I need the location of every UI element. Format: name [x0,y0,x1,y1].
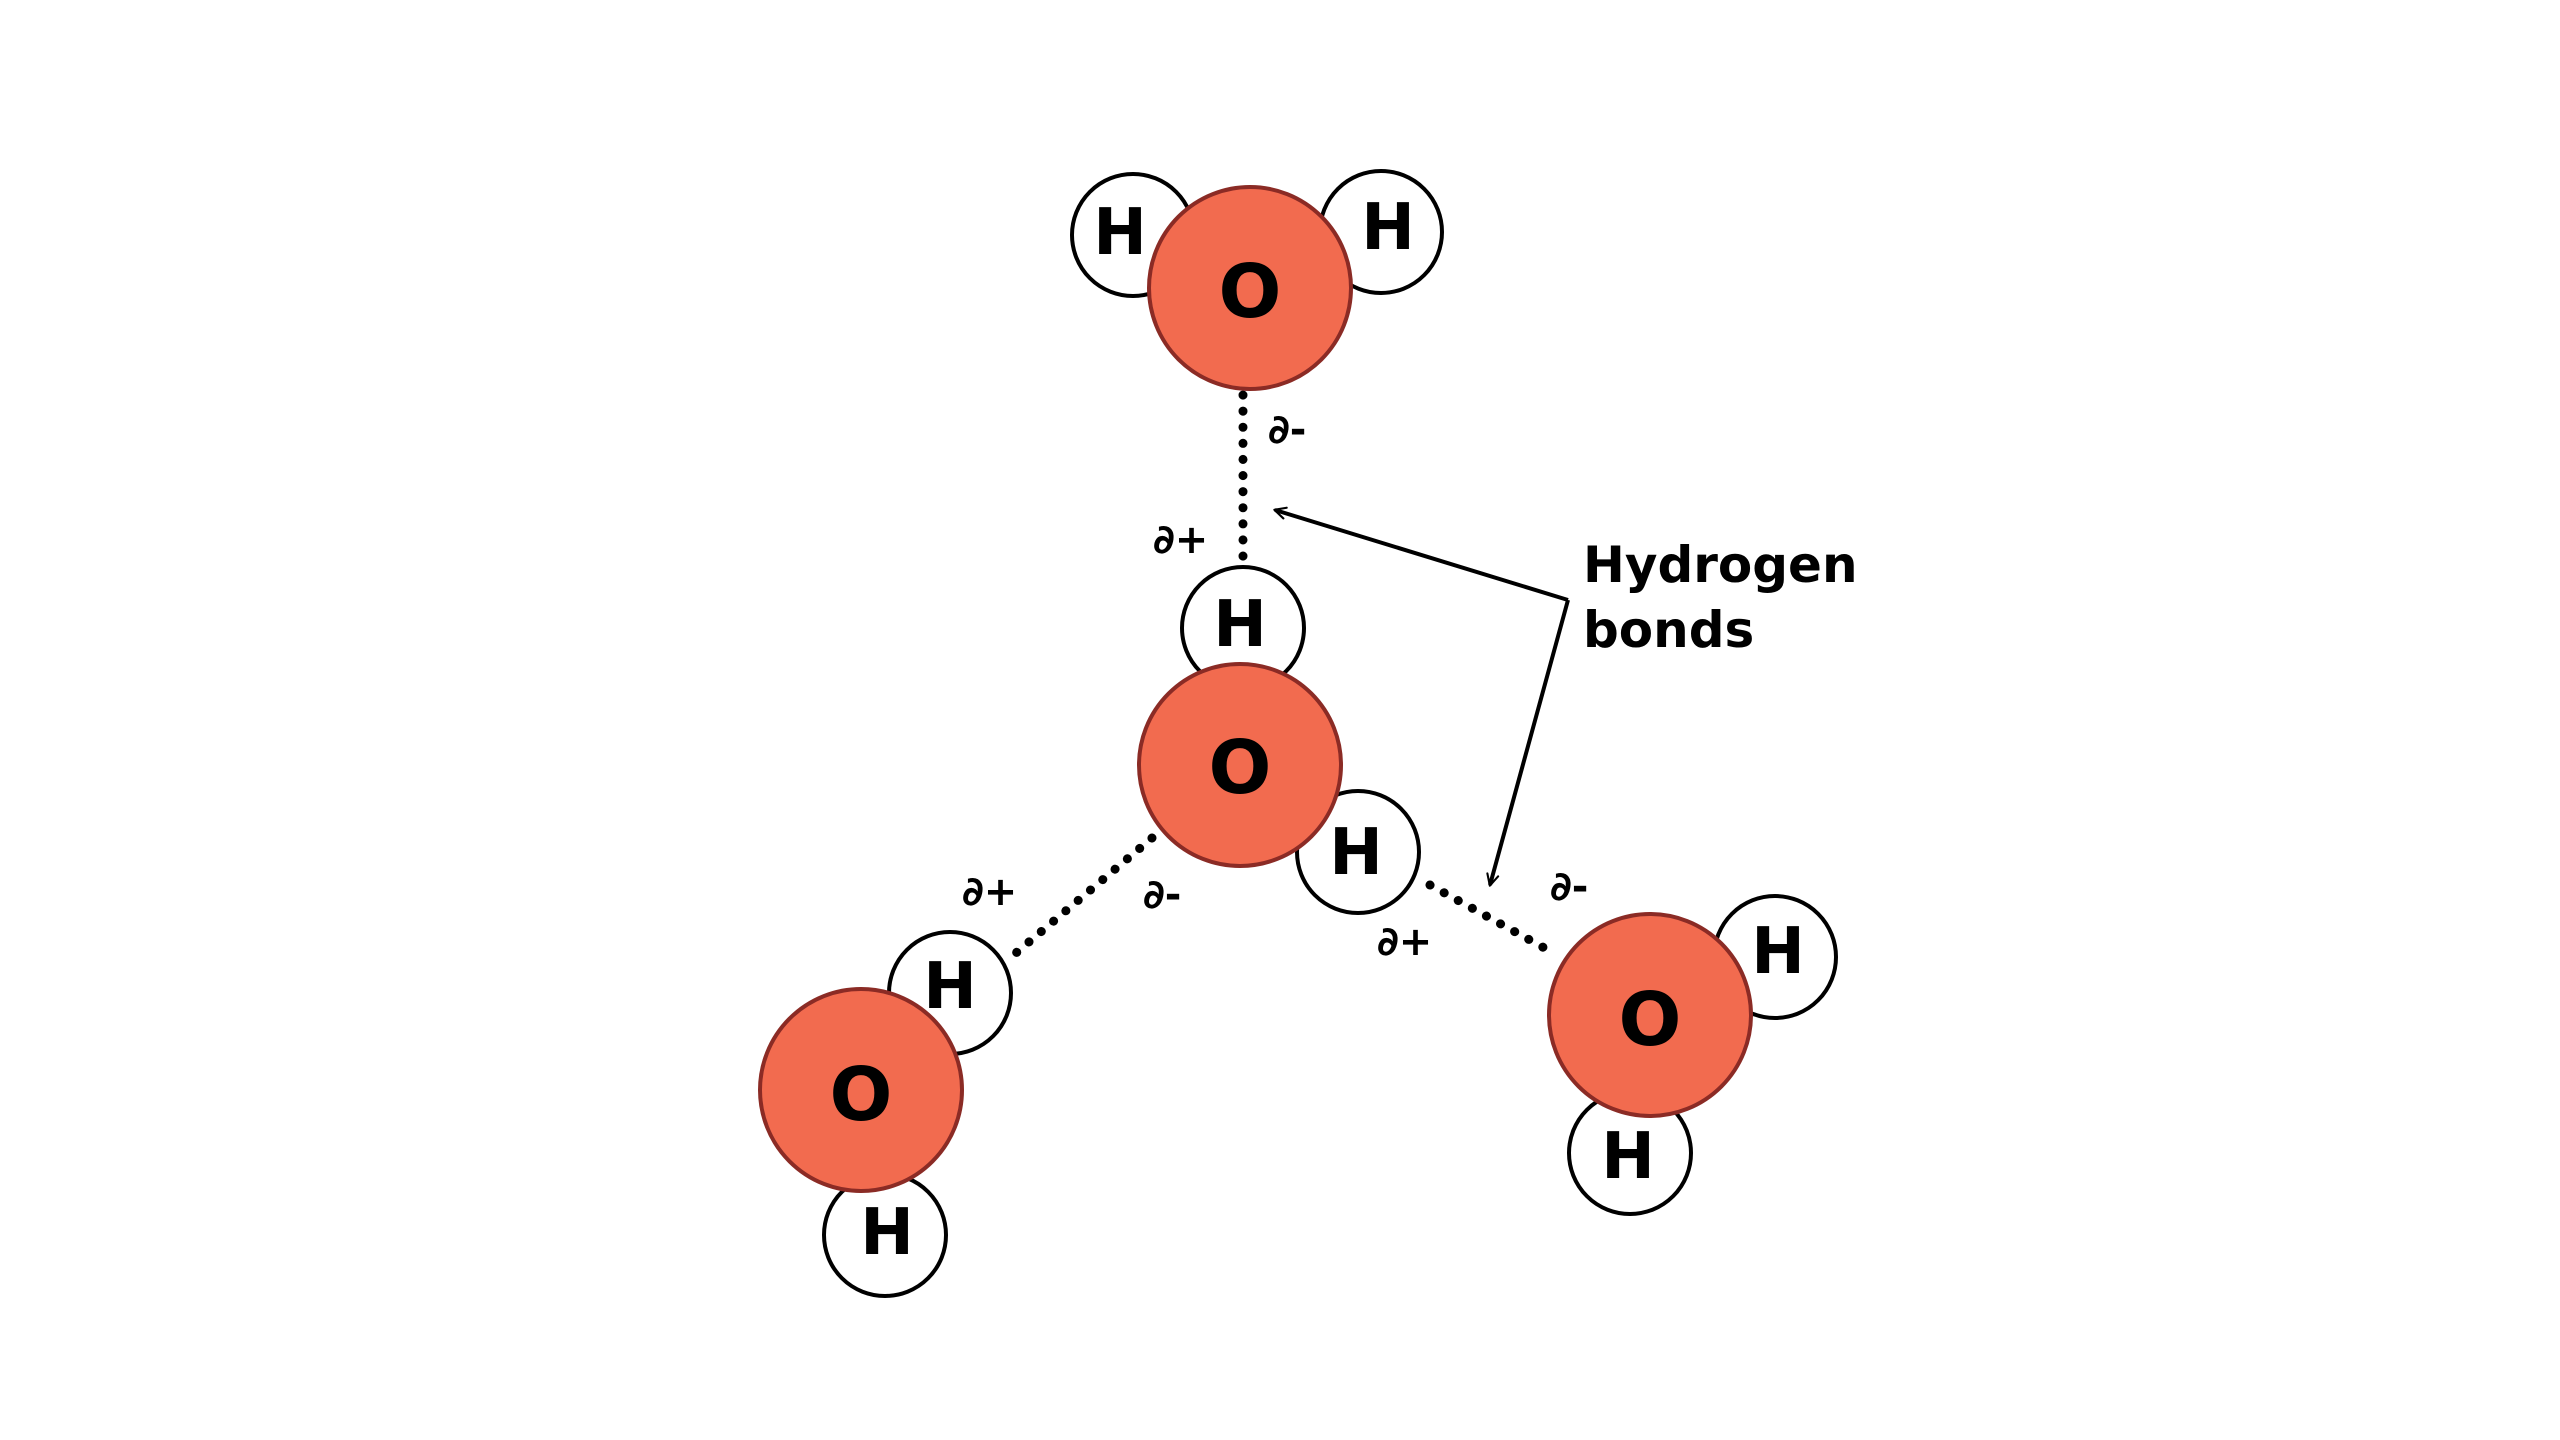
arrow-to-right-bond [1486,599,1570,887]
hydrogen-label: H [1093,196,1147,270]
hydrogen-label: H [1751,915,1805,989]
hydrogen-label: H [860,1196,914,1270]
water-molecule-bottom-left: H H O [758,930,1013,1298]
partial-positive-label: ∂+ [1377,919,1432,965]
hydrogen-bond-lines [1005,390,1553,963]
hydrogen-label: H [923,950,977,1024]
hydrogen-bond-left [1005,833,1157,963]
callout-line-2: bonds [1583,601,1754,659]
callout-arrows [1273,506,1570,887]
hydrogen-label: H [1361,191,1415,265]
oxygen-atom [758,987,964,1193]
oxygen-label: O [1219,249,1282,335]
hydrogen-bonds-callout: Hydrogen bonds [1583,536,1858,659]
hydrogen-label: H [1213,588,1267,662]
water-molecule-top: H H O [1070,169,1444,391]
oxygen-atom [1137,662,1343,868]
hydrogen-label: H [1601,1120,1655,1194]
hydrogen-label: H [1329,816,1383,890]
oxygen-label: O [1209,725,1272,811]
oxygen-atom [1547,912,1753,1118]
partial-negative-label: ∂- [1143,872,1181,918]
hydrogen-bond-right [1425,880,1553,955]
oxygen-label: O [1619,977,1682,1063]
partial-negative-label: ∂- [1550,864,1588,910]
partial-positive-label: ∂+ [962,869,1017,915]
hydrogen-atom [1295,789,1421,915]
partial-positive-label: ∂+ [1153,517,1208,563]
callout-line-1: Hydrogen [1583,536,1858,594]
partial-negative-label: ∂- [1268,407,1306,453]
water-molecule-bottom-right: H H O [1547,894,1838,1216]
water-molecule-center: H H O [1137,565,1421,915]
arrow-to-top-bond [1273,506,1569,602]
oxygen-atom [1147,185,1353,391]
oxygen-label: O [830,1052,893,1138]
partial-charges: ∂- ∂+ ∂+ ∂- ∂+ ∂- [962,407,1588,965]
